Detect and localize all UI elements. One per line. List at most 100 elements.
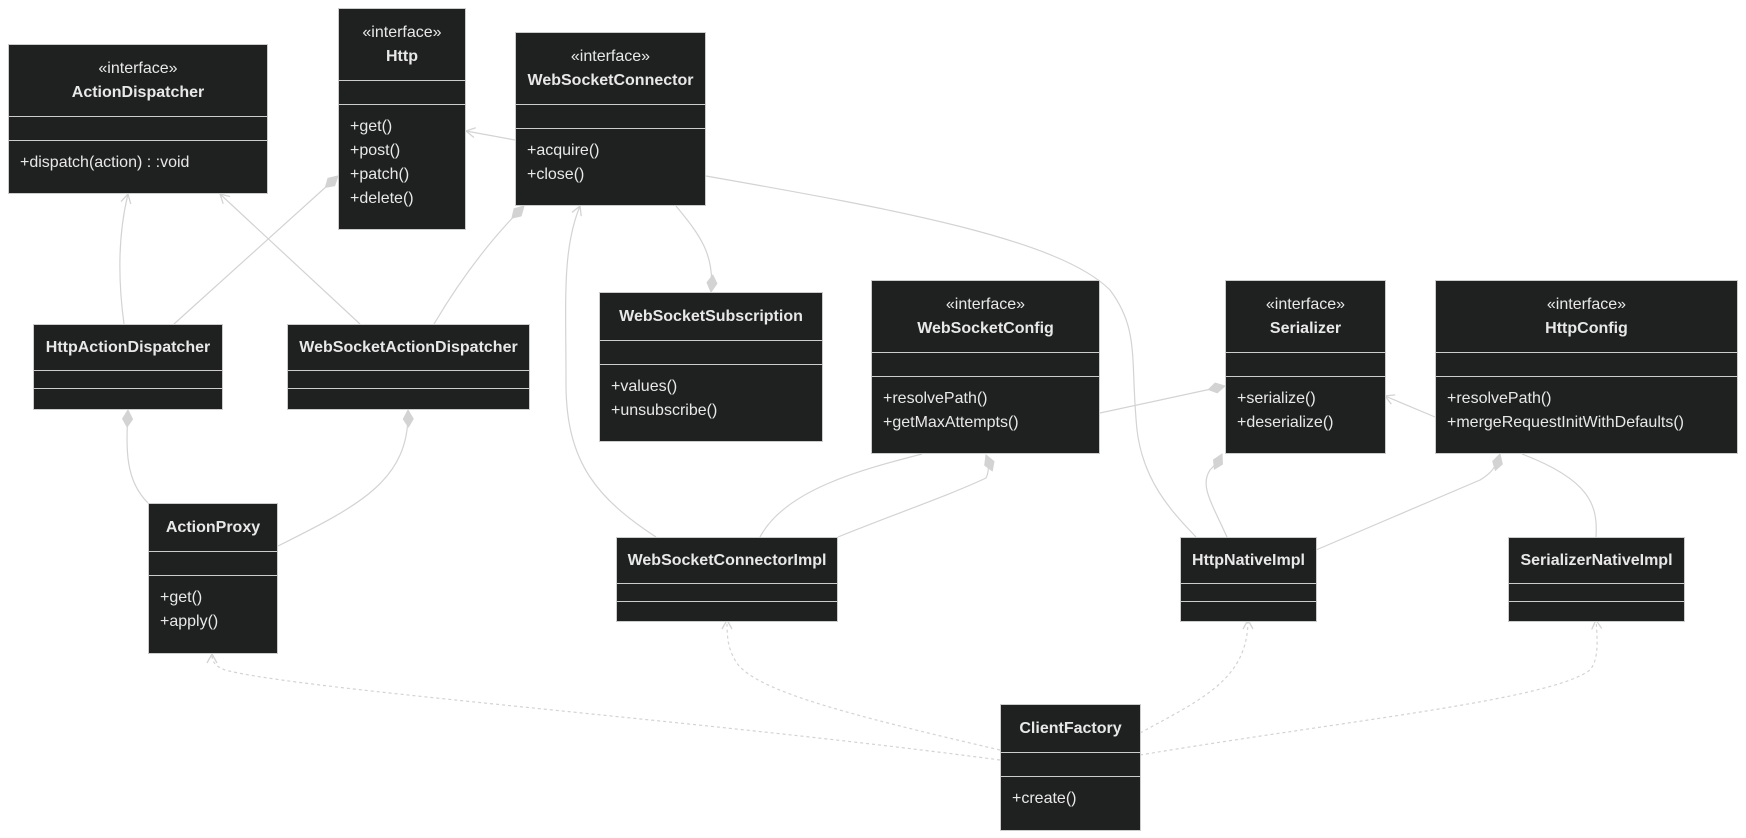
- method-compartment: +get() +post() +patch() +delete(): [339, 105, 465, 211]
- method-item: +resolvePath(): [1447, 390, 1552, 407]
- method-compartment: +create(): [1001, 777, 1140, 811]
- edge-clientfactory-serializernativeimpl: [1139, 618, 1603, 756]
- stereotype-label: «interface»: [570, 47, 651, 65]
- edge-httpactiondispatcher-actiondispatcher: [119, 192, 132, 325]
- edge-clientfactory-wsconnectorimpl: [721, 618, 1001, 751]
- edge-wsconnectorimpl-wsconfig-2: [759, 453, 923, 538]
- method-item: +values(): [611, 378, 678, 395]
- class-header: SerializerNativeImpl: [1509, 538, 1684, 584]
- attribute-compartment: [1226, 353, 1385, 377]
- stereotype-label: «interface»: [98, 59, 178, 77]
- class-name: SerializerNativeImpl: [1520, 551, 1673, 569]
- attribute-compartment: [34, 371, 222, 389]
- class-name: HttpConfig: [1545, 319, 1628, 337]
- edge-wsconfig-serializer: [1099, 382, 1227, 414]
- method-item: +create(): [1012, 790, 1077, 807]
- class-serializer-native-impl[interactable]: SerializerNativeImpl: [1508, 537, 1685, 622]
- method-item: +patch(): [350, 166, 410, 183]
- method-item: +acquire(): [527, 142, 600, 159]
- method-item: +get(): [160, 589, 203, 606]
- class-header: HttpNativeImpl: [1181, 538, 1316, 584]
- class-client-factory[interactable]: ClientFactory +create(): [1000, 704, 1141, 831]
- class-websocket-connector[interactable]: «interface» WebSocketConnector +acquire(…: [515, 32, 706, 206]
- edge-httpnativeimpl-serializer: [1205, 453, 1228, 538]
- edge-wsconnector-httpnativeimpl: [705, 175, 1197, 538]
- edge-httpconfig-serializer: [1383, 394, 1436, 418]
- method-item: +delete(): [350, 190, 414, 207]
- edge-serializernativeimpl-httpconfig: [1521, 453, 1597, 538]
- edge-actionproxy-wsactiondispatcher: [277, 408, 414, 547]
- class-websocket-action-dispatcher[interactable]: WebSocketActionDispatcher: [287, 324, 530, 410]
- method-compartment: [1509, 602, 1684, 619]
- class-http-action-dispatcher[interactable]: HttpActionDispatcher: [33, 324, 223, 410]
- method-item: +post(): [350, 142, 401, 159]
- edge-clientfactory-httpnativeimpl: [1139, 618, 1254, 734]
- attribute-compartment: [617, 584, 837, 602]
- class-name: HttpActionDispatcher: [45, 338, 211, 356]
- attribute-compartment: [1509, 584, 1684, 602]
- edge-wsconnector-http: [464, 127, 516, 141]
- attribute-compartment: [872, 353, 1099, 377]
- edge-wsconnector-wssubscription: [675, 205, 718, 294]
- method-compartment: [617, 602, 837, 619]
- attribute-compartment: [516, 105, 705, 129]
- class-action-dispatcher[interactable]: «interface» ActionDispatcher +dispatch(a…: [8, 44, 268, 194]
- stereotype-label: «interface»: [945, 295, 1026, 313]
- class-name: Http: [386, 47, 418, 65]
- class-name: HttpNativeImpl: [1192, 551, 1305, 569]
- attribute-compartment: [1001, 753, 1140, 777]
- method-compartment: +get() +apply(): [149, 576, 277, 634]
- class-header: «interface» WebSocketConnector: [516, 33, 705, 105]
- class-header: WebSocketSubscription: [600, 293, 822, 341]
- class-action-proxy[interactable]: ActionProxy +get() +apply(): [148, 503, 278, 654]
- method-compartment: +resolvePath() +mergeRequestInitWithDefa…: [1436, 377, 1737, 435]
- class-header: «interface» HttpConfig: [1436, 281, 1737, 353]
- class-http-config[interactable]: «interface» HttpConfig +resolvePath() +m…: [1435, 280, 1738, 454]
- edge-clientfactory-actionproxy: [206, 652, 1001, 761]
- class-header: «interface» WebSocketConfig: [872, 281, 1099, 353]
- method-item: +serialize(): [1237, 390, 1316, 407]
- class-header: «interface» Serializer: [1226, 281, 1385, 353]
- method-item: +dispatch(action) : :void: [20, 154, 190, 171]
- class-serializer[interactable]: «interface» Serializer +serialize() +des…: [1225, 280, 1386, 454]
- class-name: Serializer: [1269, 319, 1342, 337]
- stereotype-label: «interface»: [1265, 295, 1346, 313]
- method-compartment: +values() +unsubscribe(): [600, 365, 822, 423]
- class-http-native-impl[interactable]: HttpNativeImpl: [1180, 537, 1317, 622]
- edge-httpnativeimpl-httpconfig: [1315, 453, 1503, 551]
- attribute-compartment: [9, 117, 267, 141]
- stereotype-label: «interface»: [362, 23, 442, 41]
- stereotype-label: «interface»: [1546, 295, 1627, 313]
- class-websocket-config[interactable]: «interface» WebSocketConfig +resolvePath…: [871, 280, 1100, 454]
- edge-wsconnectorimpl-wsconfig: [837, 454, 995, 538]
- class-name: ClientFactory: [1019, 719, 1122, 737]
- attribute-compartment: [1181, 584, 1316, 602]
- class-header: ClientFactory: [1001, 705, 1140, 753]
- edge-httpactiondispatcher-http: [173, 175, 339, 325]
- edge-wsconnectorimpl-wsconnector: [565, 204, 657, 538]
- attribute-compartment: [288, 371, 529, 389]
- edge-wsactiondispatcher-wsconnector: [433, 205, 525, 325]
- class-name: WebSocketConnectorImpl: [627, 551, 827, 569]
- method-compartment: +serialize() +deserialize(): [1226, 377, 1385, 435]
- edge-wsactiondispatcher-actiondispatcher: [219, 193, 361, 325]
- method-item: +mergeRequestInitWithDefaults(): [1447, 414, 1684, 431]
- class-header: WebSocketConnectorImpl: [617, 538, 837, 584]
- method-item: +close(): [527, 166, 585, 183]
- class-header: HttpActionDispatcher: [34, 325, 222, 371]
- method-compartment: +resolvePath() +getMaxAttempts(): [872, 377, 1099, 435]
- class-websocket-subscription[interactable]: WebSocketSubscription +values() +unsubsc…: [599, 292, 823, 442]
- method-item: +unsubscribe(): [611, 402, 718, 419]
- method-item: +deserialize(): [1237, 414, 1334, 431]
- method-compartment: [34, 389, 222, 406]
- class-http[interactable]: «interface» Http +get() +post() +patch()…: [338, 8, 466, 230]
- method-item: +get(): [350, 118, 393, 135]
- class-name: WebSocketActionDispatcher: [299, 338, 518, 356]
- method-item: +resolvePath(): [883, 390, 988, 407]
- class-websocket-connector-impl[interactable]: WebSocketConnectorImpl: [616, 537, 838, 622]
- attribute-compartment: [600, 341, 822, 365]
- method-compartment: +acquire() +close(): [516, 129, 705, 187]
- attribute-compartment: [149, 552, 277, 576]
